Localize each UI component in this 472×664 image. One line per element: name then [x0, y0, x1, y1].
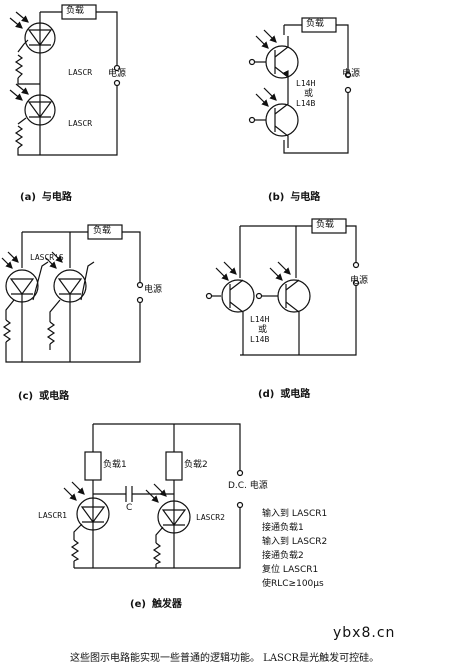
panel-e-note: 输入到 LASCR2	[262, 537, 328, 547]
panel-a-caption-letter: (a)	[20, 192, 36, 203]
panel-e-note: 输入到 LASCR1	[262, 509, 328, 519]
panel-a-load-label: 负载	[66, 6, 85, 16]
panel-e-note: 接通负载2	[262, 551, 304, 561]
panel-a-caption-text: 与电路	[41, 192, 72, 203]
panel-d-caption-text: 或电路	[280, 389, 311, 400]
panel-a-device-lower-label: LASCR	[68, 119, 93, 128]
panel-b-circuit	[248, 17, 352, 154]
panel-e-notes: 输入到 LASCR1 接通负载1 输入到 LASCR2 接通负载2 复位 LAS…	[262, 507, 327, 591]
footer-caption: 这些图示电路能实现一些普通的逻辑功能。 LASCR是光触发可控硅。	[70, 653, 380, 664]
panel-a-circuit	[9, 4, 121, 156]
panel-b-caption-letter: (b)	[268, 192, 285, 203]
panel-a-caption: (a) 与电路	[20, 193, 72, 203]
panel-e-capacitor-label: C	[126, 503, 133, 513]
panel-e-device1-label: LASCR1	[38, 511, 67, 520]
panel-e-caption-text: 触发器	[151, 599, 182, 610]
panel-d-circuit	[205, 218, 360, 356]
panel-e-supply-label: D.C. 电源	[228, 481, 268, 491]
panel-b-caption: (b) 与电路	[268, 193, 320, 203]
panel-b-part1-label: L14H	[296, 79, 316, 88]
panel-b-or-label: 或	[304, 89, 314, 99]
panel-c-device-label: LASCR'S	[30, 253, 64, 262]
panel-b-caption-text: 与电路	[290, 192, 321, 203]
panel-e-device2-label: LASCR2	[196, 513, 225, 522]
panel-c-supply-label: 电源	[144, 285, 163, 295]
panel-c-caption-text: 或电路	[39, 391, 70, 402]
watermark: ybx8.cn	[333, 625, 396, 641]
panel-d-part1-label: L14H	[250, 315, 270, 324]
panel-a-supply-label: 电源	[108, 69, 127, 79]
panel-e-caption: (e) 触发器	[130, 600, 182, 610]
panel-d-part2-label: L14B	[250, 335, 270, 344]
panel-c-load-label: 负载	[93, 226, 112, 236]
panel-c-caption-letter: (c)	[18, 391, 34, 402]
panel-b-load-label: 负载	[306, 19, 325, 29]
panel-e-load1-label: 负载1	[103, 460, 127, 470]
panel-d-or-label: 或	[258, 325, 268, 335]
panel-c-circuit	[1, 224, 144, 363]
panel-d-caption: (d) 或电路	[258, 390, 310, 400]
panel-e-note: 复位 LASCR1	[262, 565, 319, 575]
panel-d-supply-label: 电源	[350, 276, 369, 286]
panel-e-load2-label: 负载2	[184, 460, 208, 470]
panel-d-load-label: 负载	[316, 220, 335, 230]
panel-e-note: 使RLC≥100μs	[262, 579, 324, 589]
panel-b-part2-label: L14B	[296, 99, 316, 108]
panel-e-circuit	[63, 423, 244, 569]
panel-e-caption-letter: (e)	[130, 599, 146, 610]
panel-b-supply-label: 电源	[342, 69, 361, 79]
panel-d-caption-letter: (d)	[258, 389, 275, 400]
panel-a-device-upper-label: LASCR	[68, 68, 93, 77]
panel-e-note: 接通负载1	[262, 523, 304, 533]
panel-c-caption: (c) 或电路	[18, 392, 69, 402]
